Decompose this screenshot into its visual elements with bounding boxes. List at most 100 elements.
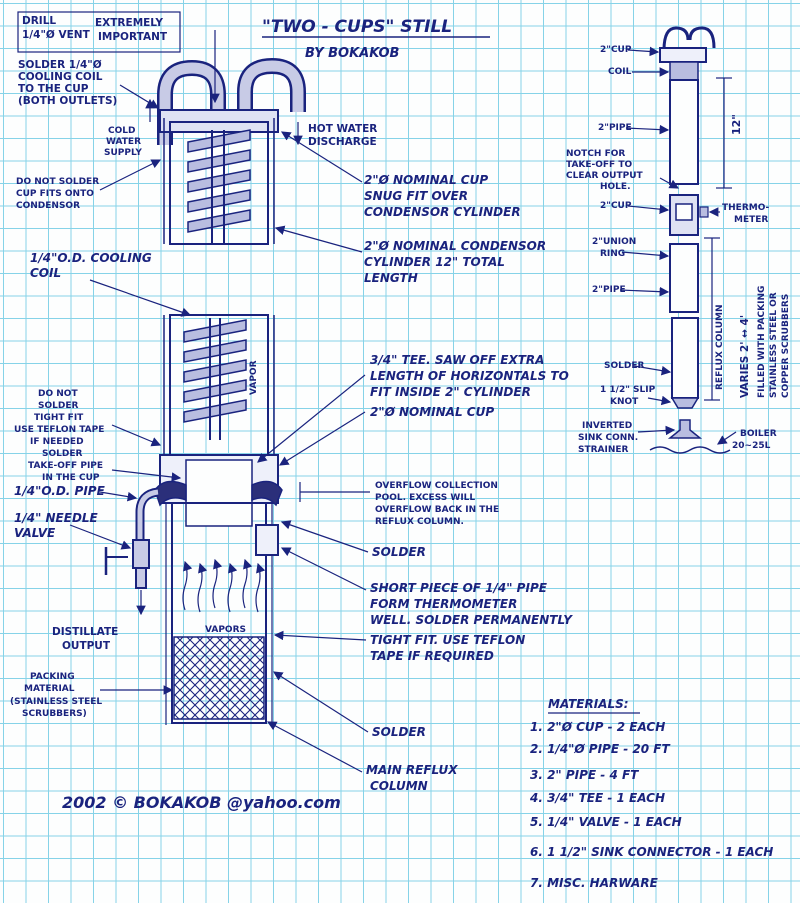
material-item: 4. 3/4" TEE - 1 EACH [529,791,665,805]
label-main-reflux-2: COLUMN [370,779,428,793]
label-needle-valve-2: VALVE [14,526,56,540]
label-solder-takeoff-3: IN THE CUP [42,473,100,483]
label-short-piece-1: SHORT PIECE OF 1/4" PIPE [370,581,548,595]
label-water: WATER [106,137,141,147]
rd-union-2: RING [600,249,625,259]
rd-boiler-1: BOILER [740,429,777,439]
label-vapors: VAPORS [205,625,246,635]
label-solder-coil-2: COOLING COIL [18,71,103,83]
label-packing-3: (STAINLESS STEEL [10,697,102,707]
rd-inverted-2: SINK CONN. [578,433,638,443]
label-needle-valve-1: 1/4" NEEDLE [14,511,99,525]
materials-list: MATERIALS: 1. 2"Ø CUP - 2 EACH 2. 1/4"Ø … [529,697,773,890]
reflux-column-assembly [104,314,283,725]
label-cooling-coil-2: COIL [30,266,61,280]
label-solder-takeoff-2: TAKE-OFF PIPE [28,461,103,471]
rd-solder: SOLDER [604,361,644,371]
rd-reflux-column: REFLUX COLUMN [715,305,725,391]
label-cup-top-2: SNUG FIT OVER [364,189,468,203]
rd-pipe-top: 2"PIPE [598,123,632,133]
label-cup-top-3: CONDENSOR CYLINDER [364,205,521,219]
label-overflow-3: OVERFLOW BACK IN THE [375,505,499,515]
rd-varies: VARIES 2' ↔ 4' [739,315,751,398]
label-extremely: EXTREMELY [95,17,163,29]
top-condenser-assembly [157,57,306,245]
rd-slip-2: KNOT [610,397,639,407]
label-dns-tight-4: USE TEFLON TAPE [14,425,104,435]
label-discharge: DISCHARGE [308,136,377,148]
label-tight-fit-2: TAPE IF REQUIRED [370,649,494,663]
material-item: 6. 1 1/2" SINK CONNECTOR - 1 EACH [530,845,773,859]
label-overflow-1: OVERFLOW COLLECTION [375,481,498,491]
label-tee-2: LENGTH OF HORIZONTALS TO [370,369,569,383]
right-assembly-diagram [649,26,732,454]
label-solder-coil-4: (BOTH OUTLETS) [18,95,117,107]
label-od-pipe: 1/4"O.D. PIPE [14,484,106,498]
label-packing-2: MATERIAL [24,684,75,694]
rd-filled-1: FILLED WITH PACKING [757,286,767,398]
rd-coil: COIL [608,67,632,77]
label-packing-1: PACKING [30,672,75,682]
label-cup-mid: 2"Ø NOMINAL CUP [370,405,494,419]
rd-notch-2: TAKE-OFF TO [566,160,632,170]
label-short-piece-3: WELL. SOLDER PERMANENTLY [370,613,573,627]
material-item: 3. 2" PIPE - 4 FT [530,768,639,782]
rd-notch-1: NOTCH FOR [566,149,625,159]
rd-filled-2: STAINLESS STEEL OR [769,292,779,398]
label-tight-fit-1: TIGHT FIT. USE TEFLON [370,633,525,647]
label-solder-coil-1: SOLDER 1/4"Ø [18,59,102,71]
label-solder-coil-3: TO THE CUP [18,83,89,95]
label-cooling-coil-1: 1/4"O.D. COOLING [30,251,152,265]
label-supply: SUPPLY [104,148,142,158]
label-overflow-2: POOL. EXCESS WILL [375,493,475,503]
label-dns-cup-3: CONDENSOR [16,201,80,211]
label-dns-tight-2: SOLDER [38,401,78,411]
rd-inverted-1: INVERTED [582,421,632,431]
rd-pipe-mid: 2"PIPE [592,285,626,295]
rd-cup-top: 2"CUP [600,45,632,55]
label-dns-tight-1: DO NOT [38,389,78,399]
label-dns-cup-1: DO NOT SOLDER [16,177,99,187]
label-distillate: DISTILLATE [52,626,118,638]
label-important: IMPORTANT [98,31,168,43]
signature: 2002 © BOKAKOB @yahoo.com [62,793,341,812]
label-solder-1: SOLDER [372,545,426,559]
material-item: 2. 1/4"Ø PIPE - 20 FT [530,742,670,756]
label-drill: DRILL [22,15,56,27]
label-solder-2: SOLDER [372,725,426,739]
label-packing-4: SCRUBBERS) [22,709,87,719]
label-cup-top-1: 2"Ø NOMINAL CUP [364,173,488,187]
rd-boiler-2: 20~25L [732,441,771,451]
label-tee-3: FIT INSIDE 2" CYLINDER [370,385,531,399]
label-main-reflux-1: MAIN REFLUX [366,763,458,777]
label-vapor: VAPOR [249,360,259,395]
rd-thermo-1: THERMO- [722,203,770,213]
material-item: 1. 2"Ø CUP - 2 EACH [530,720,665,734]
label-tee-1: 3/4" TEE. SAW OFF EXTRA [370,353,544,367]
materials-heading: MATERIALS: [548,697,629,711]
rd-inverted-3: STRAINER [578,445,629,455]
label-short-piece-2: FORM THERMOMETER [370,597,517,611]
label-condensor-3: LENGTH [364,271,418,285]
page-title: "TWO - CUPS" STILL [262,17,452,37]
label-dns-tight-5: IF NEEDED [30,437,84,447]
rd-slip-1: 1 1/2" SLIP [600,385,656,395]
rd-cup-mid: 2"CUP [600,201,632,211]
label-dns-tight-3: TIGHT FIT [34,413,84,423]
label-vent: 1/4"Ø VENT [22,29,91,41]
label-output: OUTPUT [62,640,111,652]
label-overflow-4: REFLUX COLUMN. [375,517,464,527]
byline: BY BOKAKOB [305,46,400,61]
material-item: 5. 1/4" VALVE - 1 EACH [530,815,682,829]
label-hot-water: HOT WATER [308,123,377,135]
rd-twelve: 12" [730,114,743,135]
rd-union-1: 2"UNION [592,237,636,247]
label-solder-takeoff-1: SOLDER [42,449,82,459]
rd-thermo-2: METER [734,215,768,225]
label-condensor-1: 2"Ø NOMINAL CONDENSOR [364,239,546,253]
label-condensor-2: CYLINDER 12" TOTAL [364,255,505,269]
rd-notch-4: HOLE. [600,182,631,192]
label-dns-cup-2: CUP FITS ONTO [16,189,94,199]
material-item: 7. MISC. HARWARE [530,876,659,890]
